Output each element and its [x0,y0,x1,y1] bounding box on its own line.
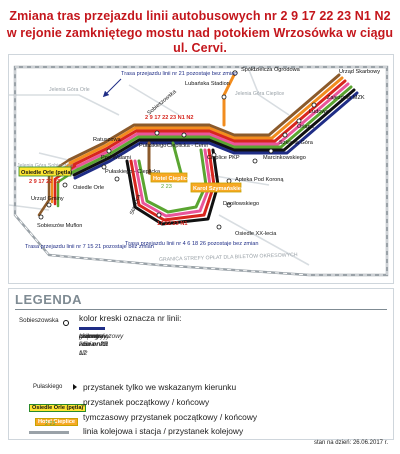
stop-marcinkowskiego: Marcinkowskiego [263,155,306,161]
legend-color-label: różowy - linia nr 22 [79,333,108,349]
legend-stop-marker [63,320,69,326]
legend-color-label: granatowy - linia nr N2 [79,333,110,357]
temp-stop-hotel: Hotel Cieplice [153,176,190,182]
legend-one-way-stop: Pułaskiego [33,384,63,390]
legend-temp-sample: Hotel Cieplice [35,410,78,428]
main-line-numbers: 2 9 17 22 23 N1 N2 [145,115,194,121]
legend-temp-box: Hotel Cieplice [35,418,78,426]
legend-terminus-box: Osiedle Orle (pętla) [29,404,87,412]
stop-urzad-gminy: Urząd Gminy [31,196,64,202]
legend-color-item: granatowy - linia nr N2 [79,325,109,358]
stop-urzad-skarbowy: Urząd Skarbowy [339,69,380,75]
stop-ludowa: Ludowa [309,109,329,115]
note-line-21: Trasa przejazdu linii nr 21 pozostaje be… [121,71,237,77]
legend-color-label: czerwony - linia nr 17 [79,333,107,357]
stop-zajezdnia: Zajezdnia MZK [327,95,365,101]
route-map: GRANICA STREFY OPŁAT DLA BILETÓW OKRESOW… [8,54,394,284]
legend-divider [15,309,387,310]
railway-line [13,65,389,277]
legend: LEGENDA Sobieszowska kolor kreski oznacz… [8,288,394,440]
stop-spoldzielcza: Spółdzielcza Ogrodowa [241,67,301,73]
hotel-lines: 2 23 [161,184,172,190]
stop-sobieszow: Sobieszów Muflon [37,223,82,229]
legend-color-label: czarny - linia nr N1 [79,333,109,349]
one-way-arrow-icon [73,384,77,390]
legend-one-way-text: przystanek tylko we wskazanym kierunku [83,382,237,392]
rail-jelenia-gora-sob: Jelenia Góra Sobieszów [17,163,73,169]
stop-osiedle-xx: Osiedle XX-lecia [235,231,277,237]
stop-osiedle-orle: Osiedle Orle [73,185,104,191]
legend-temp-lines: 2 23 [45,421,56,427]
stamp: stan na dzień: 26.06.2017 r. [313,440,388,446]
staszica-line-numbers: 17 22 23 N1 [157,221,187,227]
legend-rail-text: linia kolejowa i stacja / przystanek kol… [83,426,244,436]
stop-pulaskiego: Pułaskiego [139,143,166,149]
stop-cieplice-pkp: Cieplice PKP [207,155,240,161]
stop-orlo: Orląna [297,124,315,130]
stop-apteka: Apteka Pod Koroną [235,177,284,183]
stop-ratuszowa: Ratuszowa [93,137,122,143]
route-map-svg: GRANICA STREFY OPŁAT DLA BILETÓW OKRESOW… [9,65,389,277]
stop-cieplicka: Cieplicka - Cervi [167,143,208,149]
orle-line-numbers: 2 9 17 22 23 [29,179,60,185]
legend-terminus-sample: Osiedle Orle (pętla) [29,396,87,414]
legend-color-heading: kolor kreski oznacza nr linii: [79,313,182,323]
stop-pulaskiego-cieplicka: Pułaskiego - Cieplicka [105,169,161,175]
legend-temp-text: tymczasowy przystanek początkowy / końco… [83,412,258,422]
legend-color-label: brązowy - linia nr 2 [79,333,108,349]
stop-danilowskiego: Daniłowskiego [223,201,259,207]
stop-pod-walami: Pod Walami [101,155,131,161]
rail-jelenia-gora-orle: Jelenia Góra Orle [49,87,90,93]
legend-terminus-text: przystanek początkowy / końcowy [83,397,210,407]
legend-rail-line [29,431,69,434]
legend-title: LEGENDA [15,292,83,307]
title-line-1: Zmiana tras przejazdu linii autobusowych… [9,9,391,23]
legend-color-label: zielony - linia nr 23 [79,333,108,349]
stop-lubanska: Lubańska Stadion [185,81,230,87]
stop-szklana: Szklana Góra [279,140,314,146]
legend-color-swatch [79,326,105,330]
title-line-2: w rejonie zamkniętego mostu nad potokiem… [6,26,394,55]
temp-stop-karol: Karol Szymańskiego [193,186,248,192]
note-line-4-6-18-26: Trasa przejazdu linii nr 4 6 18 26 pozos… [125,241,259,247]
rail-jelenia-gora: Jelenia Góra Cieplice [235,91,284,97]
terminus-osiedle-orle: Osiedle Orle (pętla) [21,170,72,176]
legend-color-label: pomarańczowy - linia nr 9 [79,333,124,349]
note-line-7-15-21: Trasa przejazdu linii nr 7 15 21 pozosta… [25,244,154,250]
zone-boundary-label: GRANICA STREFY OPŁAT DLA BILETÓW OKRESOW… [159,251,298,263]
legend-sample-stop: Sobieszowska [19,317,59,324]
